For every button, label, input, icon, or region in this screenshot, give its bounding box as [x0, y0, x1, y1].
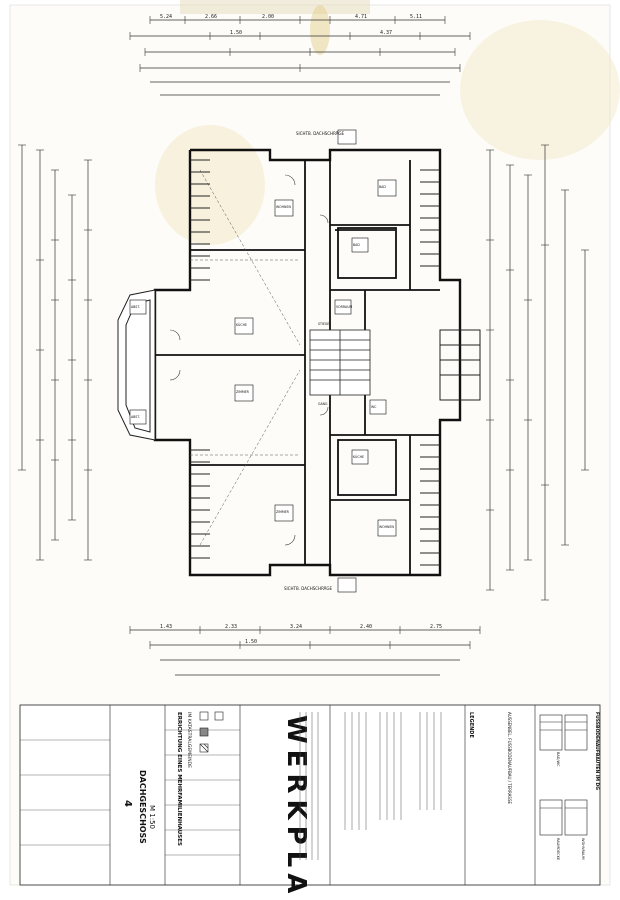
- detail-label: WOHNRAUM: [581, 838, 585, 860]
- plan-title: DACHGESCHOSS: [138, 770, 147, 844]
- room-names: WOHNEN KÜCHE ZIMMER BAD BAD ABST. VORRAU…: [131, 185, 394, 529]
- room-label: ZIMMER: [276, 510, 290, 514]
- dimension-label: 1.50: [245, 639, 257, 645]
- dimension-label: 2.33: [225, 624, 237, 630]
- floor-plan: WOHNEN KÜCHE ZIMMER BAD BAD ABST. VORRAU…: [117, 129, 481, 593]
- room-label: WC: [371, 405, 377, 409]
- project-location: IM KATASTRALGEMEINDE: [186, 712, 192, 768]
- room-tags: [129, 129, 397, 593]
- right-dimension-chains: [486, 144, 589, 601]
- room-label: STIEGE: [318, 322, 329, 326]
- dimension-label: 5.24: [160, 14, 172, 20]
- room-label: GANG: [318, 402, 328, 406]
- room-label: ABST.: [131, 415, 140, 419]
- room-label: BAD: [353, 243, 360, 247]
- dimension-label: 2.66: [205, 14, 217, 20]
- room-label: WOHNEN: [276, 205, 291, 209]
- bottom-dimension-chains: [129, 626, 481, 676]
- dimension-label: 1.43: [160, 624, 172, 630]
- werkplan-title: WERKPLAN: [281, 715, 311, 900]
- dimension-label: 4.37: [380, 30, 392, 36]
- room-label: ZIMMER: [236, 390, 250, 394]
- roof-slope-lines: [190, 169, 301, 546]
- torn-top-edge: [180, 0, 370, 14]
- bay-window: [117, 289, 156, 441]
- detail-title: FUSSBODENAUFBAUTEN IM DG: [594, 712, 600, 790]
- door-swings: [169, 174, 329, 546]
- rafter-ticks-left: [190, 159, 210, 559]
- room-label: KÜCHE: [236, 322, 247, 327]
- interior-walls: [155, 160, 440, 575]
- bottom-dimension-values: 1.43 2.33 3.24 2.40 2.75 1.50: [160, 624, 442, 645]
- title-block: 4 DACHGESCHOSS M 1:50 ERRICHTUNG EINES M…: [19, 704, 601, 900]
- detail-label: RAUMDECKE: [556, 838, 560, 860]
- paper-stain: [460, 20, 620, 160]
- room-label: ABST.: [131, 305, 140, 309]
- room-label: BAD: [379, 185, 386, 189]
- top-dimension-chains: [129, 16, 471, 96]
- dimension-label: 2.40: [360, 624, 372, 630]
- roof-note-bottom: SICHTB. DACHSCHRÄGE: [284, 586, 332, 591]
- plan-scale: M 1:50: [148, 805, 156, 829]
- staircase: [309, 329, 371, 396]
- plan-number: 4: [122, 800, 133, 807]
- left-dimension-chains: [18, 144, 92, 561]
- paper-stain: [310, 5, 330, 55]
- legend-title: LEGENDE: [468, 712, 474, 738]
- right-extension: [439, 329, 481, 401]
- room-label: VORRAUM: [336, 305, 352, 309]
- dimension-label: 1.50: [230, 30, 242, 36]
- dimension-label: 2.00: [262, 14, 274, 20]
- dimension-label: 4.71: [355, 14, 367, 20]
- project-title: ERRICHTUNG EINES MEHRFAMILIENHAUSES: [176, 712, 182, 846]
- dimension-label: 3.24: [290, 624, 302, 630]
- exterior-walls: [153, 148, 462, 577]
- roof-note-top: SICHTB. DACHSCHRÄGE: [296, 131, 344, 136]
- rafter-ticks-right: [420, 169, 440, 566]
- room-label: WOHNEN: [379, 525, 394, 529]
- bottom-detail-title: AUSSENBEL. FUSSBODENAUFBAU / TERRASSE: [507, 712, 512, 804]
- paper-stain: [155, 125, 265, 245]
- top-dimension-values: 5.24 2.66 2.00 4.71 5.11 1.50 4.37: [160, 14, 422, 36]
- room-label: KÜCHE: [353, 454, 364, 459]
- dimension-label: 2.75: [430, 624, 442, 630]
- dimension-label: 5.11: [410, 14, 422, 20]
- detail-label: BAD/WC: [556, 752, 560, 767]
